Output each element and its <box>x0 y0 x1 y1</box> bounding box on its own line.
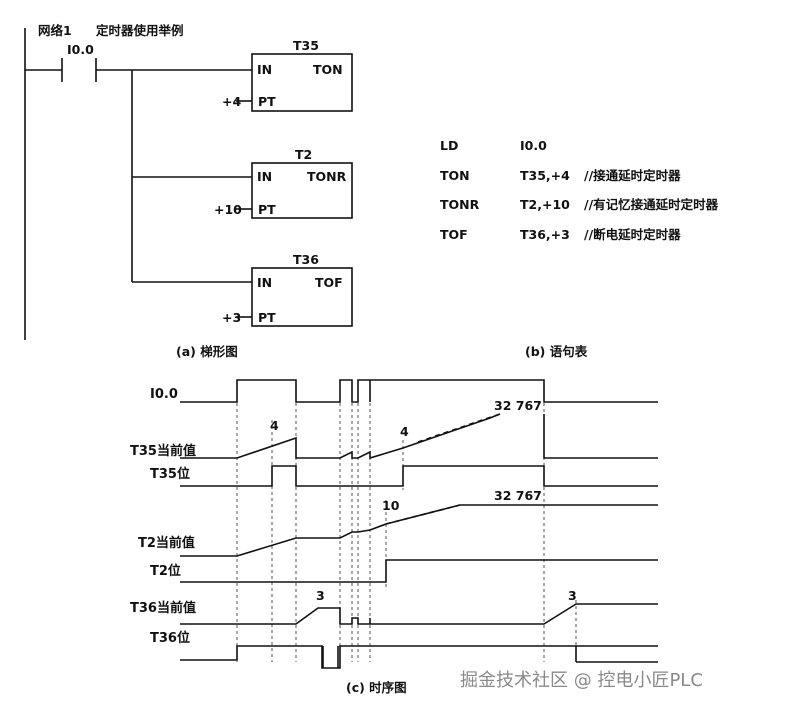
timer-preset-t35: +4 <box>222 94 241 109</box>
waveform-t35-value <box>180 417 491 460</box>
timer-type-t35: TON <box>313 62 343 77</box>
t2-max-label: 32 767 <box>494 488 542 503</box>
stl-comment-3: //断电延时定时器 <box>584 227 681 242</box>
timer-in-t35: IN <box>257 62 272 77</box>
signal-label-t35-value: T35当前值 <box>130 443 196 459</box>
waveform-t35-bit <box>180 465 658 487</box>
t36-preset-2: 3 <box>568 588 577 603</box>
timer-pt-t2: PT <box>258 202 276 217</box>
signal-label-t2-bit: T2位 <box>150 563 181 579</box>
network-label: 网络1 <box>38 23 72 38</box>
waveform-t35-max <box>543 414 658 459</box>
stl-op-1: TON <box>440 168 470 183</box>
waveform-t2-value <box>180 504 461 557</box>
stl-op-3: TOF <box>440 227 468 242</box>
timing-caption: (c) 时序图 <box>346 680 407 695</box>
stl-arg-0: I0.0 <box>520 138 547 153</box>
network-comment: 定时器使用举例 <box>95 23 184 38</box>
ladder-caption: (a) 梯形图 <box>176 344 238 359</box>
contact-i00 <box>61 58 97 82</box>
waveform-i00 <box>180 379 658 403</box>
timer-pt-t36: PT <box>258 310 276 325</box>
timer-name-t35: T35 <box>293 38 319 53</box>
t36-preset-1: 3 <box>316 588 325 603</box>
timer-name-t36: T36 <box>293 252 319 267</box>
t2-preset-label: 10 <box>382 498 400 513</box>
t35-preset-1: 4 <box>270 418 279 433</box>
timer-preset-t2: +10 <box>214 202 242 217</box>
timer-pt-t35: PT <box>258 94 276 109</box>
stl-comment-2: //有记忆接通延时定时器 <box>584 197 719 212</box>
timer-type-t2: TONR <box>307 169 347 184</box>
timer-box-t36 <box>251 267 353 327</box>
signal-label-i00: I0.0 <box>150 387 178 402</box>
watermark: 掘金技术社区 @ 控电小匠PLC <box>460 670 703 691</box>
stl-comment-1: //接通延时定时器 <box>584 168 681 183</box>
stl-arg-2: T2,+10 <box>520 197 570 212</box>
stl-op-0: LD <box>440 138 458 153</box>
timer-in-t2: IN <box>257 169 272 184</box>
stl-arg-3: T36,+3 <box>520 227 570 242</box>
waveform-t36-bit <box>180 645 658 669</box>
waveforms <box>180 379 658 669</box>
timer-name-t2: T2 <box>295 147 312 162</box>
stl-arg-1: T35,+4 <box>520 168 570 183</box>
ladder-diagram <box>24 28 353 340</box>
t35-max-label: 32 767 <box>494 398 542 413</box>
signal-label-t36-bit: T36位 <box>150 630 190 646</box>
signal-label-t36-value: T36当前值 <box>130 600 196 616</box>
timer-box-t35 <box>251 53 353 112</box>
time-markers <box>236 385 577 662</box>
waveform-t2-bit <box>180 559 658 583</box>
stl-op-2: TONR <box>440 197 480 212</box>
signal-label-t35-bit: T35位 <box>150 466 190 482</box>
t35-preset-2: 4 <box>400 424 409 439</box>
statement-list: LD I0.0 TON T35,+4 //接通延时定时器 TONR T2,+10… <box>440 138 719 359</box>
contact-label: I0.0 <box>67 42 94 57</box>
stl-caption: (b) 语句表 <box>525 344 588 359</box>
timer-box-t2 <box>251 162 353 219</box>
waveform-t36-value <box>180 603 658 625</box>
dashed-ramps <box>385 413 501 525</box>
timer-in-t36: IN <box>257 275 272 290</box>
timer-preset-t36: +3 <box>222 310 241 325</box>
signal-label-t2-value: T2当前值 <box>138 535 195 551</box>
timer-type-t36: TOF <box>315 275 343 290</box>
